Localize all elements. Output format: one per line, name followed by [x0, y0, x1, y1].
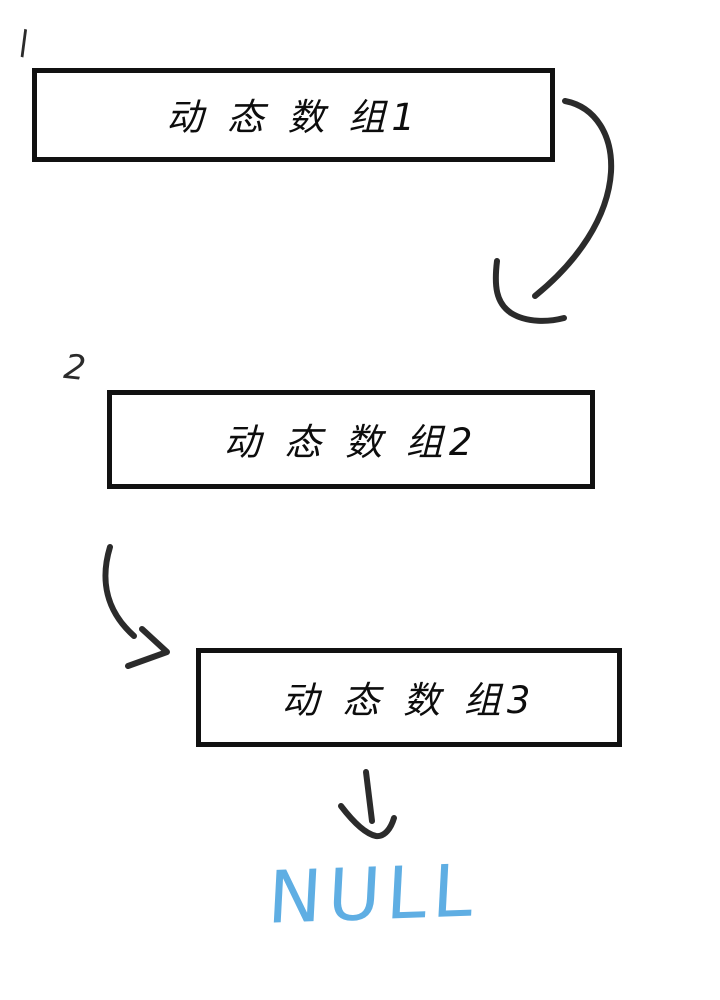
node-box-1-label: 动 态 数 组1: [166, 96, 421, 139]
sequence-mark-2: 2: [61, 346, 88, 390]
node-box-2-label: 动 态 数 组2: [223, 420, 479, 464]
node-box-3-label: 动 态 数 组3: [281, 678, 537, 722]
connector-1-arrow: [492, 98, 615, 324]
connector-3-arrowhead: [338, 803, 397, 840]
connector-1-arrowhead: [492, 258, 567, 324]
null-terminator-label: NULL: [265, 848, 481, 940]
connector-2-arrowhead: [125, 626, 170, 669]
node-box-3[interactable]: 动 态 数 组3: [196, 648, 622, 747]
connector-1-stroke: [532, 98, 615, 299]
connector-3-arrow: [338, 769, 397, 840]
node-box-2[interactable]: 动 态 数 组2: [107, 390, 595, 489]
connector-2-stroke: [102, 544, 137, 639]
connector-2-arrow: [102, 544, 170, 669]
node-box-1[interactable]: 动 态 数 组1: [32, 68, 555, 162]
connector-3-stroke: [363, 769, 375, 824]
